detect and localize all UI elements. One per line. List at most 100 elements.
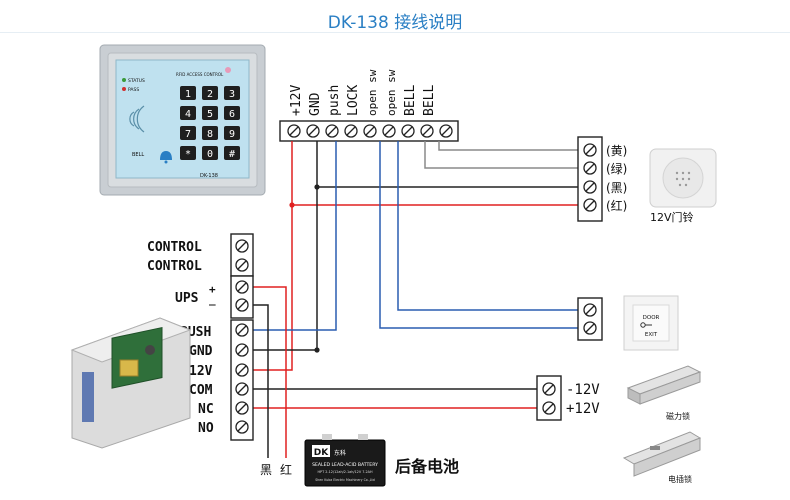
exit-button: DOOR EXIT <box>623 295 679 351</box>
power-terminal-block <box>230 233 254 441</box>
terminal-label-bell: BELL <box>403 85 418 116</box>
transformer-icon <box>119 359 139 377</box>
diagram-title: DK-138 接线说明 <box>327 13 463 33</box>
exit-button-line2: EXIT <box>645 332 658 338</box>
door-bell-label: 12V门铃 <box>650 210 694 224</box>
status-label: STATUS <box>128 78 145 84</box>
power-supply <box>70 317 192 449</box>
keypad: 1 2 3 4 5 6 7 8 9 * 0 # <box>180 86 240 160</box>
key[interactable]: 7 <box>180 126 196 140</box>
key-label: 9 <box>229 129 235 140</box>
backup-battery: DK 东科 SEALED LEAD-ACID BATTERY HPT 2-12/… <box>304 434 386 487</box>
key[interactable]: 1 <box>180 86 196 100</box>
terminal-label-gnd: GND <box>308 92 323 116</box>
lock-plus-12v: +12V <box>566 401 600 417</box>
label-nc: NC <box>198 402 214 417</box>
label-control: CONTROL <box>147 240 202 255</box>
key-label: 0 <box>207 149 213 160</box>
wire-color-red: (红) <box>606 198 627 213</box>
wire-ups-minus-black <box>252 304 269 458</box>
controller-header: RFID ACCESS CONTROL <box>176 72 224 77</box>
terminal-label-bell: BELL <box>422 85 437 116</box>
bell-key-label: BELL <box>132 152 144 158</box>
electric-bolt-label: 电插锁 <box>668 474 692 484</box>
electric-bolt-lock <box>622 431 702 477</box>
bell-icon <box>160 151 172 164</box>
battery-brand-sub: 东科 <box>334 449 346 457</box>
key[interactable]: 6 <box>224 106 240 120</box>
key-label: 8 <box>207 129 213 140</box>
magnetic-lock <box>626 365 702 405</box>
label-no: NO <box>198 421 214 436</box>
battery-model: HPT 2-12/12ah/2.1ah/12V 7.2AH <box>318 470 373 474</box>
wires <box>246 141 578 458</box>
key-label: 6 <box>229 109 235 120</box>
lock-minus-12v: -12V <box>566 382 600 398</box>
label-ups-plus: + <box>209 283 216 296</box>
power-terminal-labels: CONTROL CONTROL UPS + _ PUSH GND 12V COM… <box>147 240 216 436</box>
model-label: DK-138 <box>200 173 218 179</box>
mag-lock-label: 磁力锁 <box>666 411 690 421</box>
wire-color-green: (绿) <box>606 161 627 176</box>
exit-button-line1: DOOR <box>643 315 660 321</box>
label-ups-minus: _ <box>209 293 216 306</box>
label-control: CONTROL <box>147 259 202 274</box>
wire-open-sw-2 <box>397 141 578 311</box>
bell-wire-colors: (黄) (绿) (黑) (红) <box>606 144 627 213</box>
key-label: # <box>229 149 235 160</box>
wire-12v-red <box>246 141 293 371</box>
key-label: * <box>185 149 191 160</box>
wire-open-sw-1 <box>379 141 578 329</box>
key-label: 1 <box>185 89 191 100</box>
status-led <box>122 78 126 82</box>
battery-label: 后备电池 <box>395 457 459 476</box>
key-label: 4 <box>185 109 191 120</box>
wire-color-black: (黑) <box>606 181 627 195</box>
junction-dot <box>314 347 320 353</box>
door-bell <box>649 148 717 208</box>
battery-wire-red: 红 <box>280 462 292 477</box>
label-gnd: GND <box>189 344 213 359</box>
key-label: 5 <box>207 109 213 120</box>
key[interactable]: # <box>224 146 240 160</box>
wire-push-blue <box>246 141 337 331</box>
top-terminal-labels: +12V GND push LOCK open sw open sw BELL … <box>289 69 437 116</box>
pass-led <box>122 87 126 91</box>
key[interactable]: 0 <box>202 146 218 160</box>
exit-terminal-block <box>577 297 603 341</box>
key-label: 3 <box>229 89 235 100</box>
lock-terminal-block <box>536 375 562 421</box>
terminal-label-open-sw: open sw <box>366 69 379 116</box>
junction-dot <box>314 184 320 190</box>
wire-bell-gray-2 <box>438 141 578 151</box>
terminal-label-lock: LOCK <box>346 85 361 116</box>
key[interactable]: 5 <box>202 106 218 120</box>
speaker-icon <box>675 171 691 187</box>
key[interactable]: * <box>180 146 196 160</box>
battery-brand: DK <box>314 448 329 458</box>
junction-dot <box>289 202 295 208</box>
label-12v: 12V <box>189 364 213 379</box>
terminal-label-push: push <box>327 85 342 116</box>
indicator-led <box>225 67 231 73</box>
key[interactable]: 9 <box>224 126 240 140</box>
key[interactable]: 3 <box>224 86 240 100</box>
label-com: COM <box>189 383 213 398</box>
title-divider <box>0 32 790 33</box>
key[interactable]: 2 <box>202 86 218 100</box>
key[interactable]: 4 <box>180 106 196 120</box>
bell-terminal-block <box>577 136 603 222</box>
key[interactable]: 8 <box>202 126 218 140</box>
battery-text: SEALED LEAD-ACID BATTERY <box>312 462 378 468</box>
key-label: 2 <box>207 89 213 100</box>
battery-maker: Shen Kuba Electric Machinery Co.,Ltd <box>315 478 375 482</box>
key-icon <box>640 322 652 328</box>
wire-bell-gray-1 <box>424 141 578 169</box>
terminal-label-12v: +12V <box>289 85 304 116</box>
top-terminal-block <box>279 120 459 142</box>
key-label: 7 <box>185 129 191 140</box>
terminal-label-open-sw: open sw <box>385 69 398 116</box>
battery-wire-black: 黑 <box>260 463 272 477</box>
label-ups: UPS <box>175 291 199 306</box>
